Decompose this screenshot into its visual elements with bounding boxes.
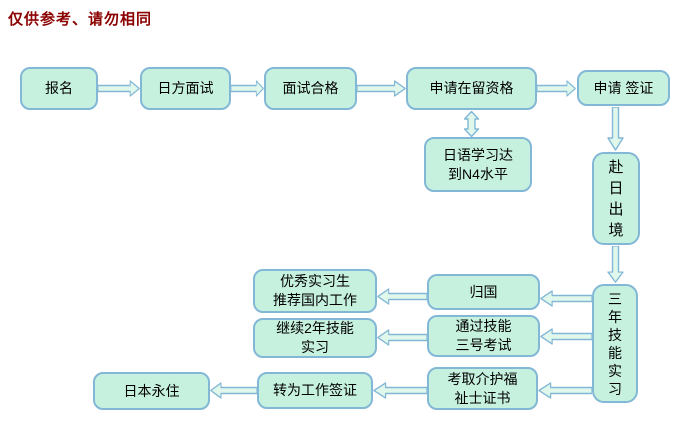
arrow-threeyear-to-return-icon [540,290,592,307]
node-signup: 报名 [20,67,98,110]
node-return-home: 归国 [427,274,540,310]
node-japan-interview: 日方面试 [140,67,231,110]
arrow-visa-to-gojapan-icon [607,107,624,151]
node-work-visa: 转为工作签证 [257,372,373,409]
node-care-worker-cert: 考取介护福 祉士证书 [427,367,538,410]
node-three-year-internship: 三 年 技 能 实 习 [592,284,638,403]
node-japanese-n4: 日语学习达 到N4水平 [424,137,532,192]
node-japan-permanent: 日本永住 [93,372,210,410]
arrow-pass-to-residence-icon [357,80,406,97]
arrow-threeyear-to-exam3-icon [540,328,592,345]
node-apply-visa: 申请 签证 [577,70,670,106]
node-recommend-domestic-work: 优秀实习生 推荐国内工作 [253,269,377,313]
arrow-residence-to-visa-icon [537,80,576,97]
node-apply-residence: 申请在留资格 [406,67,537,110]
node-continue-2year: 继续2年技能 实习 [253,318,377,358]
arrow-exam3-to-continue-icon [377,329,427,346]
node-skill-exam-3: 通过技能 三号考试 [427,315,540,357]
note-title: 仅供参考、请勿相同 [8,11,153,28]
node-go-japan: 赴 日 出 境 [592,152,640,245]
arrow-threeyear-to-cert-icon [538,382,592,399]
arrow-gojapan-to-threeyear-icon [607,246,624,283]
arrow-return-to-recommend-icon [377,288,427,305]
arrow-workvisa-to-permanent-icon [210,382,257,399]
node-interview-pass: 面试合格 [264,67,357,110]
arrow-cert-to-workvisa-icon [373,382,427,399]
arrow-residence-n4-double-icon [463,111,480,137]
arrow-interview-to-pass-icon [231,80,264,97]
arrow-signup-to-interview-icon [98,80,140,97]
